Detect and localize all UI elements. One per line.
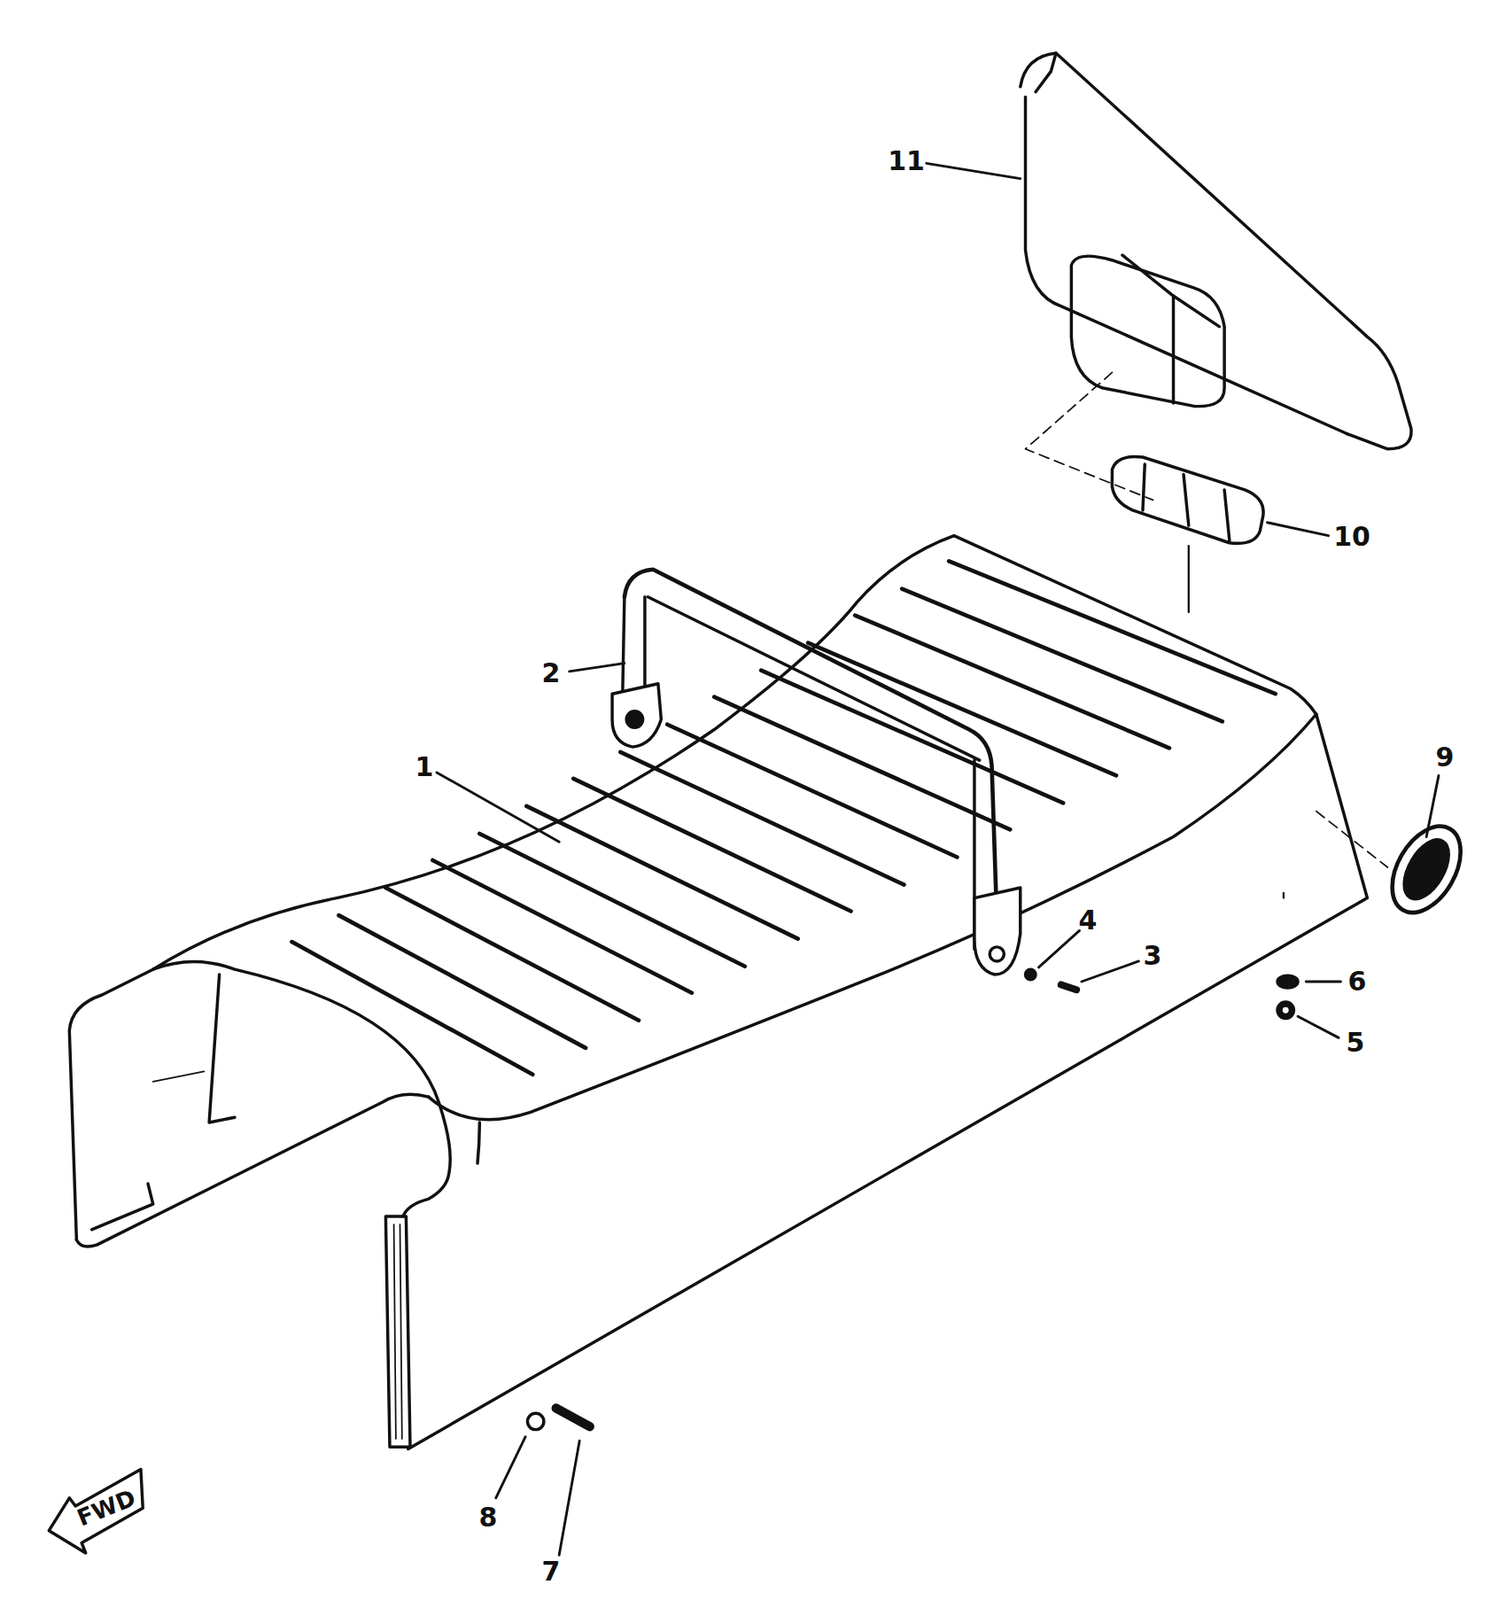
callout-number: 11 — [887, 147, 925, 175]
callout-number: 6 — [1348, 968, 1367, 995]
callout-number: 2 — [542, 659, 561, 687]
callout-number: 1 — [415, 753, 435, 781]
direction-label: FWD — [74, 1485, 140, 1530]
callout-number: 4 — [1079, 907, 1098, 934]
callout-number: 9 — [1436, 744, 1455, 771]
callout-number: 8 — [479, 1504, 498, 1531]
callout-number: 3 — [1143, 942, 1163, 970]
callout-number: 5 — [1346, 1029, 1366, 1056]
callout-number: 10 — [1333, 523, 1371, 551]
callout-number: 7 — [542, 1558, 561, 1585]
